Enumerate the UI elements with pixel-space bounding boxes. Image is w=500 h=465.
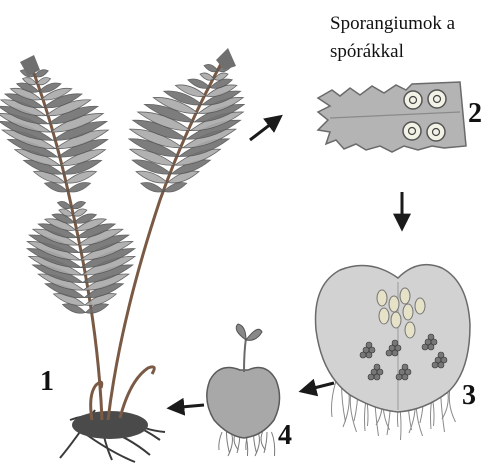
antheridium (386, 350, 392, 356)
sorus (404, 91, 422, 109)
arrow-young-fern-to-mature (170, 405, 204, 408)
antheridium (368, 374, 374, 380)
pinna (141, 182, 164, 192)
caption-line-2: spórákkal (330, 38, 500, 66)
rhizoid (227, 432, 230, 453)
archegonium (379, 308, 389, 324)
pinna (45, 183, 68, 193)
pinna (37, 78, 51, 85)
sorus (427, 123, 445, 141)
antheridium (402, 364, 408, 370)
antheridium (392, 340, 398, 346)
arrow-frond-to-sori (250, 117, 280, 140)
antheridium (360, 352, 366, 358)
antheridium (396, 374, 402, 380)
caption-line-1: Sporangiumok a (330, 10, 500, 38)
antheridium (366, 352, 372, 358)
antheridium (432, 362, 438, 368)
antheridium (438, 352, 444, 358)
antheridium (422, 344, 428, 350)
label-4: 4 (278, 422, 292, 450)
antheridium (402, 374, 408, 380)
rhizoid (272, 432, 275, 456)
archegonium (377, 290, 387, 306)
young-stem (244, 338, 246, 372)
sorus (403, 122, 421, 140)
label-3: 3 (462, 382, 476, 410)
prothallus-illustration (316, 265, 471, 440)
antheridium (374, 374, 380, 380)
fiddlehead-right (120, 367, 154, 418)
rhizoid (219, 432, 222, 450)
archegonium (389, 296, 399, 312)
fern-pinnae (0, 64, 244, 313)
rhizoid (332, 381, 337, 417)
young-sporophyte-illustration (207, 324, 280, 456)
antheridium (428, 334, 434, 340)
arrow-prothallus-to-young-fern (302, 383, 334, 391)
first-leaf-left (236, 324, 246, 340)
antheridium (438, 362, 444, 368)
antheridium (392, 350, 398, 356)
pinna (68, 183, 91, 193)
sporangia-caption: Sporangiumok a spórákkal (330, 10, 500, 66)
archegonium (403, 304, 413, 320)
rhizoid (228, 432, 232, 456)
archegonium (415, 298, 425, 314)
archegonium (391, 312, 401, 328)
antheridium (374, 364, 380, 370)
pinna (204, 64, 218, 71)
first-leaf-right (246, 329, 262, 340)
sorus (428, 90, 446, 108)
archegonium (405, 322, 415, 338)
antheridium (428, 344, 434, 350)
label-1: 1 (40, 368, 54, 396)
pinna (200, 73, 214, 80)
young-prothallus (207, 368, 280, 438)
archegonium (400, 288, 410, 304)
heart-shaped-prothallus (316, 265, 471, 412)
pinna (71, 201, 85, 208)
pinna-with-sori-illustration (318, 82, 466, 152)
label-2: 2 (468, 100, 482, 128)
antheridium (366, 342, 372, 348)
rhizoid (261, 432, 265, 450)
